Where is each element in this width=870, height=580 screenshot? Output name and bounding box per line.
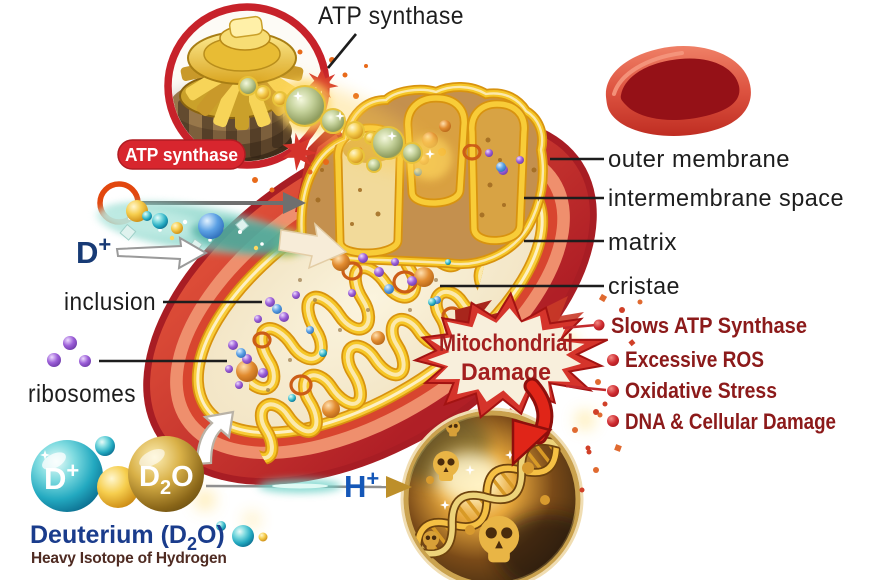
inclusion-label: inclusion [64, 288, 156, 316]
deuterium-title: Deuterium (D2O) [30, 521, 225, 554]
deuterium-group: D+ D2O Deuterium (D2O) Heavy Isotope of … [30, 436, 268, 567]
bowl-rim-highlight [612, 51, 684, 96]
damage-burst-line1: Mitochondrial [439, 330, 573, 357]
stream-sphere-gold-sm [171, 222, 183, 234]
d-plus-arrow [115, 236, 209, 270]
stream-sphere-teal [152, 213, 168, 229]
d-plus-entry: D+ [76, 181, 348, 270]
h-plus-arrow-head [386, 476, 412, 498]
crista-tube-right [467, 99, 529, 245]
atp-synthase-callout: ATP synthase [318, 2, 464, 69]
skull-2 [478, 515, 520, 563]
atp-badge-label: ATP synthase [125, 145, 238, 165]
ribosome-granules [225, 149, 524, 402]
effect-item-2: Excessive ROS [607, 347, 764, 372]
damage-burst: Mitochondrial Damage [412, 291, 643, 467]
tiny-teal-1 [216, 521, 226, 531]
connector-line-3 [565, 384, 607, 392]
inclusion-rings [252, 143, 482, 396]
d-plus-label: D+ [76, 232, 111, 270]
uptake-arrow [195, 410, 235, 466]
matrix-granules [225, 82, 524, 418]
atp-callout-line [326, 33, 358, 69]
outer-membrane-label: outer membrane [608, 146, 790, 173]
effect-label-4: DNA & Cellular Damage [625, 409, 836, 434]
d2o-sphere-label: D2O [139, 461, 194, 499]
tube-speckles [315, 137, 542, 226]
effect-bullet-3 [607, 385, 619, 397]
entry-arrow-head [283, 192, 306, 214]
tiny-gold [258, 532, 268, 542]
connector-line-1 [562, 323, 597, 330]
atp-synthase-badge: ATP synthase [117, 139, 246, 170]
matrix-entry-arrow [278, 222, 348, 270]
dna-helix [408, 417, 584, 564]
membrane-callouts [440, 157, 604, 288]
stream-sphere-blue [198, 213, 224, 239]
damage-effects-list: Slows ATP Synthase Excessive ROS Oxidati… [562, 313, 836, 434]
intermembrane-space-label: intermembrane space [608, 185, 844, 212]
bowl-cavity [620, 58, 740, 121]
membrane-bowl [605, 46, 751, 136]
matrix-specks [266, 278, 438, 392]
effect-label-3: Oxidative Stress [625, 378, 777, 403]
ribosomes-callout: ribosomes [28, 336, 227, 408]
atp-callout-label: ATP synthase [318, 2, 464, 30]
h-plus-flow: H+ [205, 466, 412, 504]
debris-flecks [572, 412, 603, 493]
effect-item-1: Slows ATP Synthase [593, 313, 807, 338]
damage-arrow [511, 377, 554, 467]
effect-item-4: DNA & Cellular Damage [607, 409, 836, 434]
stream-sphere-teal-sm [142, 211, 152, 221]
deuterium-subtitle: Heavy Isotope of Hydrogen [31, 550, 227, 567]
burst-speckles [586, 293, 643, 455]
cristae-label: cristae [608, 273, 680, 300]
ribosomes-label: ribosomes [28, 380, 136, 408]
skull-3 [422, 530, 440, 550]
effect-bullet-4 [607, 415, 619, 427]
burst-inner [428, 308, 585, 406]
effect-label-2: Excessive ROS [625, 347, 764, 372]
dna-debris [426, 426, 550, 535]
ribosome-dot-2 [63, 336, 77, 350]
skull-1 [433, 451, 459, 481]
matrix-label: matrix [608, 229, 677, 256]
ribosome-dot-1 [47, 353, 61, 367]
effect-bullet-1 [593, 319, 605, 331]
d-plus-sphere-label: D+ [44, 458, 79, 496]
effect-bullet-2 [607, 354, 619, 366]
ribosome-dot-3 [79, 355, 91, 367]
proton-chain [238, 76, 452, 180]
effect-item-3: Oxidative Stress [607, 378, 777, 403]
inclusion-callout: inclusion [64, 288, 262, 316]
atp-crown [180, 15, 304, 130]
tiny-teal-2 [232, 525, 254, 547]
small-teal-sphere [95, 436, 115, 456]
effect-label-1: Slows ATP Synthase [611, 313, 807, 338]
h-plus-label: H+ [344, 466, 379, 504]
